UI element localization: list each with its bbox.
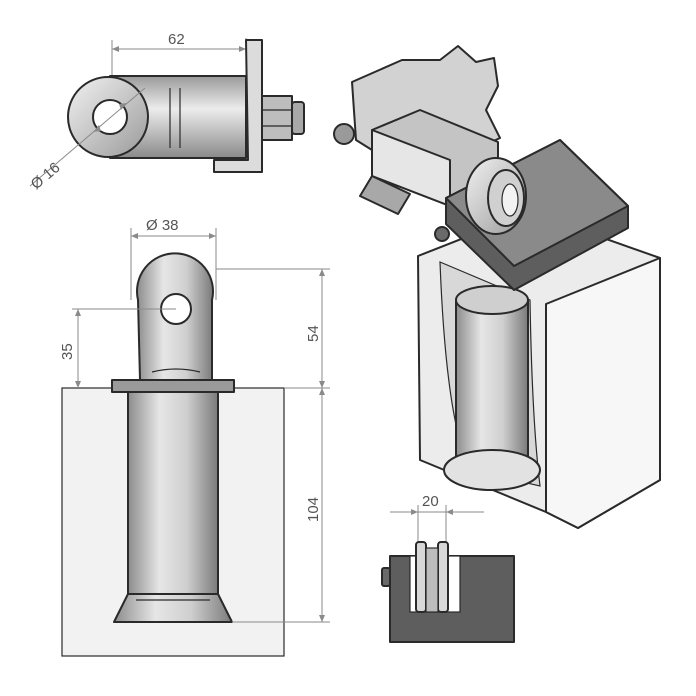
top-view: 62 Ø 16 xyxy=(28,31,305,193)
isometric-view xyxy=(333,45,661,529)
wheel-detail-view: 20 xyxy=(381,493,515,643)
dimension-104: 104 xyxy=(305,497,322,522)
front-section-view: Ø 38 35 54 104 xyxy=(59,217,330,657)
dimension-54: 54 xyxy=(305,325,322,342)
dimension-diameter-16: Ø 16 xyxy=(28,159,64,193)
dimension-35: 35 xyxy=(59,343,76,360)
dimension-62: 62 xyxy=(168,31,185,48)
dimension-diameter-38: Ø 38 xyxy=(146,217,179,234)
dimension-20: 20 xyxy=(422,493,439,510)
